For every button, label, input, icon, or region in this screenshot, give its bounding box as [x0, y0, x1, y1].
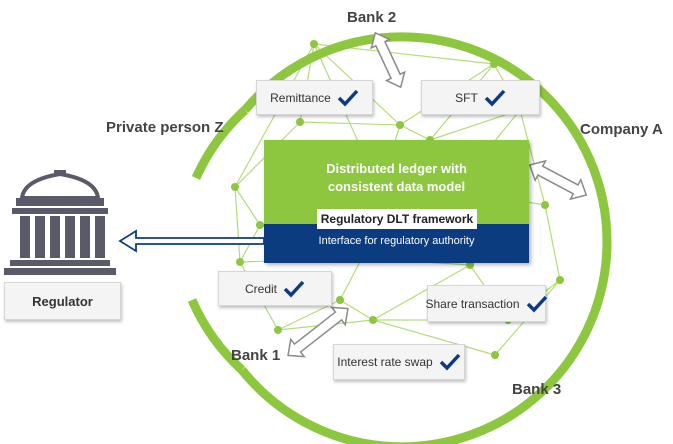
- double-arrow-icon: [287, 306, 349, 358]
- tx-interest-rate-swap: Interest rate swap: [333, 344, 465, 380]
- interface-label: Interface for regulatory authority: [318, 235, 475, 247]
- tx-label: Share transaction: [425, 296, 520, 311]
- ledger-title-line-1: Distributed ledger with: [326, 161, 467, 176]
- network-node: [336, 296, 344, 304]
- network-node: [236, 258, 244, 266]
- network-node: [310, 40, 318, 48]
- network-node: [256, 221, 264, 229]
- check-icon: [283, 280, 305, 298]
- node-label-company-a: Company A: [580, 121, 663, 138]
- regulator-label: Regulator: [32, 293, 93, 309]
- tx-label: Credit: [244, 281, 277, 296]
- regulator-box: Regulator: [4, 282, 121, 320]
- tx-credit: Credit: [218, 271, 332, 306]
- check-icon: [484, 89, 506, 107]
- check-icon: [439, 353, 460, 371]
- network-node: [541, 201, 549, 209]
- network-node: [490, 60, 498, 68]
- network-link: [339, 257, 363, 301]
- network-link: [519, 109, 546, 206]
- network-link: [429, 109, 521, 141]
- tx-sft: SFT: [421, 80, 540, 115]
- network-node: [556, 276, 564, 284]
- network-node: [274, 326, 282, 334]
- network-ring-left-top: [191, 106, 249, 180]
- network-link: [544, 204, 561, 281]
- network-node: [369, 316, 377, 324]
- network-node: [491, 351, 499, 359]
- regulator-arrow: [118, 229, 265, 253]
- ledger-title: Distributed ledger with consistent data …: [264, 160, 529, 196]
- node-label-bank-1: Bank 1: [231, 347, 281, 364]
- tx-label: Interest rate swap: [337, 355, 433, 369]
- check-icon: [526, 295, 547, 313]
- tx-remittance: Remittance: [256, 80, 373, 115]
- bank-building-icon: [4, 170, 116, 275]
- node-label-bank-2: Bank 2: [347, 9, 397, 26]
- regulatory-framework-label: Regulatory DLT framework: [317, 209, 477, 229]
- ledger-title-line-2: consistent data model: [327, 179, 466, 194]
- node-label-private-person-z: Private person Z: [106, 119, 224, 136]
- tx-label: SFT: [455, 90, 478, 105]
- network-ring-left-bottom: [187, 298, 246, 374]
- network-node: [396, 121, 404, 129]
- network-link: [372, 319, 496, 356]
- network-link: [372, 264, 471, 321]
- ledger-box: Distributed ledger with consistent data …: [264, 140, 529, 263]
- network-link: [234, 186, 241, 263]
- node-label-bank-3: Bank 3: [512, 381, 562, 398]
- network-node: [231, 183, 239, 191]
- ledger-blue-panel: [264, 224, 529, 263]
- tx-share-transaction: Share transaction: [425, 285, 547, 322]
- network-node: [296, 118, 304, 126]
- check-icon: [337, 89, 359, 107]
- network-link: [234, 186, 261, 226]
- network-link: [399, 124, 431, 141]
- network-link: [339, 299, 374, 321]
- network-node: [466, 261, 474, 269]
- double-arrow-icon: [370, 31, 406, 89]
- tx-label: Remittance: [270, 90, 331, 105]
- double-arrow-icon: [528, 159, 588, 201]
